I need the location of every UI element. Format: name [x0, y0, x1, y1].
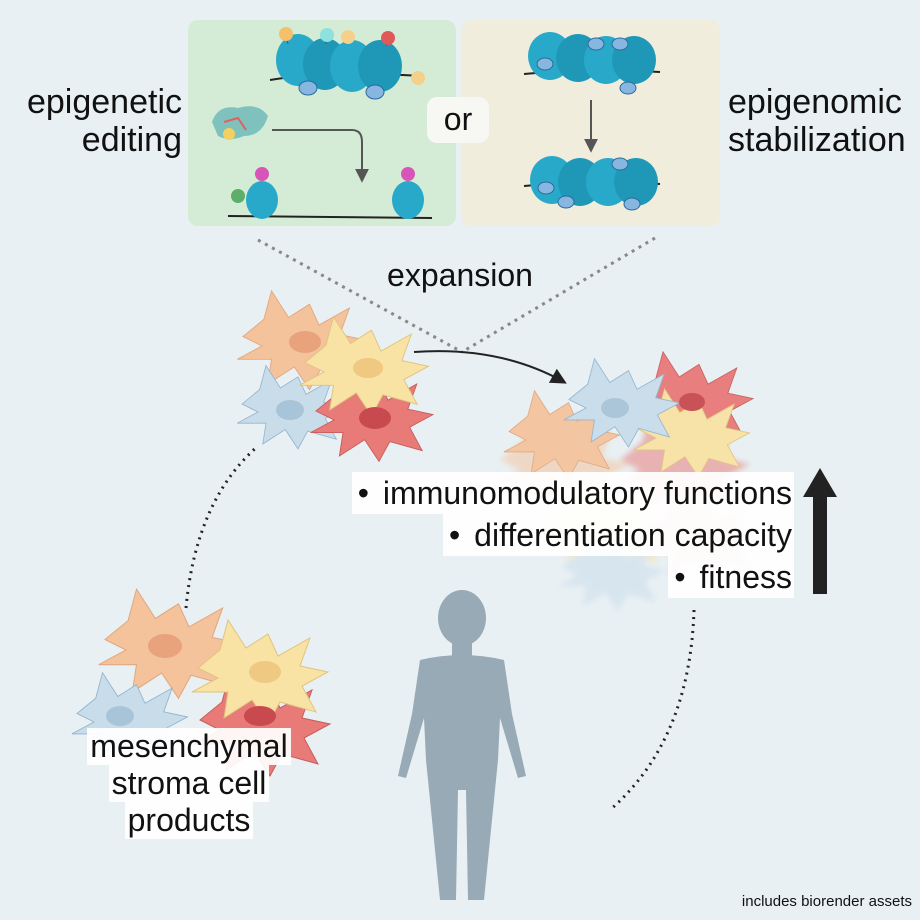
- cycle-arc-right: [609, 609, 696, 812]
- benefit-item: •fitness: [668, 556, 794, 598]
- benefit-item: •differentiation capacity: [442, 514, 794, 556]
- editing-enzyme-icon: [212, 106, 268, 140]
- edited-nucleosomes: [231, 167, 424, 219]
- msc-label-line: products: [124, 802, 254, 839]
- expansion-label: expansion: [387, 257, 533, 293]
- epigenetic-editing-label-2: editing: [81, 121, 182, 160]
- msc-label-line: stroma cell: [108, 765, 270, 802]
- msc-products-label: mesenchymal stroma cell products: [86, 728, 292, 839]
- credit-note: includes biorender assets: [741, 893, 912, 910]
- zoom-line-left: [257, 238, 463, 354]
- expanded-cell-cluster: [494, 351, 763, 612]
- stable-chromatin-top: [523, 32, 661, 95]
- epigenetic-editing-label-1: epigenetic: [26, 83, 182, 121]
- human-silhouette-icon: [398, 590, 526, 900]
- editing-arrow: [272, 129, 369, 183]
- msc-label-line: mesenchymal: [87, 728, 291, 765]
- epigenomic-stabilization-label-2: stabilization: [728, 121, 906, 160]
- zoom-line-right: [461, 236, 656, 354]
- nucleosome-chain-icon: [269, 27, 425, 100]
- cycle-arc-left: [184, 444, 259, 609]
- or-label: or: [427, 97, 489, 143]
- expansion-arrow: [413, 350, 567, 384]
- stable-chromatin-bottom: [523, 156, 661, 211]
- msc-product-cells: [71, 588, 331, 777]
- up-arrow-icon: [803, 468, 837, 594]
- epigenomic-stabilization-label-1: epigenomic: [728, 83, 902, 121]
- benefit-item: •immunomodulatory functions: [351, 472, 794, 514]
- stromal-cell-icon: [236, 290, 434, 462]
- benefits-list: •immunomodulatory functions •differentia…: [351, 472, 794, 598]
